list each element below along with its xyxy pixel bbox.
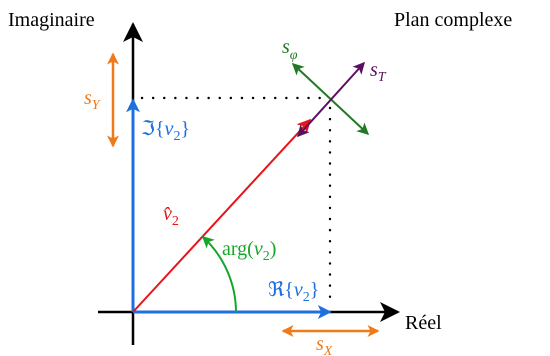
sT-label: sT	[370, 59, 387, 85]
imag-part-label: ℑ{v2}	[141, 118, 190, 144]
imaginary-axis-label: Imaginaire	[8, 9, 95, 31]
sT-double-arrow	[296, 61, 366, 138]
real-axis-label: Réel	[405, 312, 442, 334]
real-part-label: ℜ{v2}	[268, 279, 319, 305]
sX-label: sX	[316, 333, 333, 356]
argument-angle-arc	[201, 235, 237, 313]
phasor-label: v̂2	[163, 203, 179, 229]
argument-label: arg(v2)	[222, 238, 276, 264]
sY-label: sY	[84, 87, 102, 113]
plane-title: Plan complexe	[394, 9, 512, 31]
sphi-label: sφ	[282, 36, 298, 63]
phasor-vector-arrow	[132, 118, 312, 313]
